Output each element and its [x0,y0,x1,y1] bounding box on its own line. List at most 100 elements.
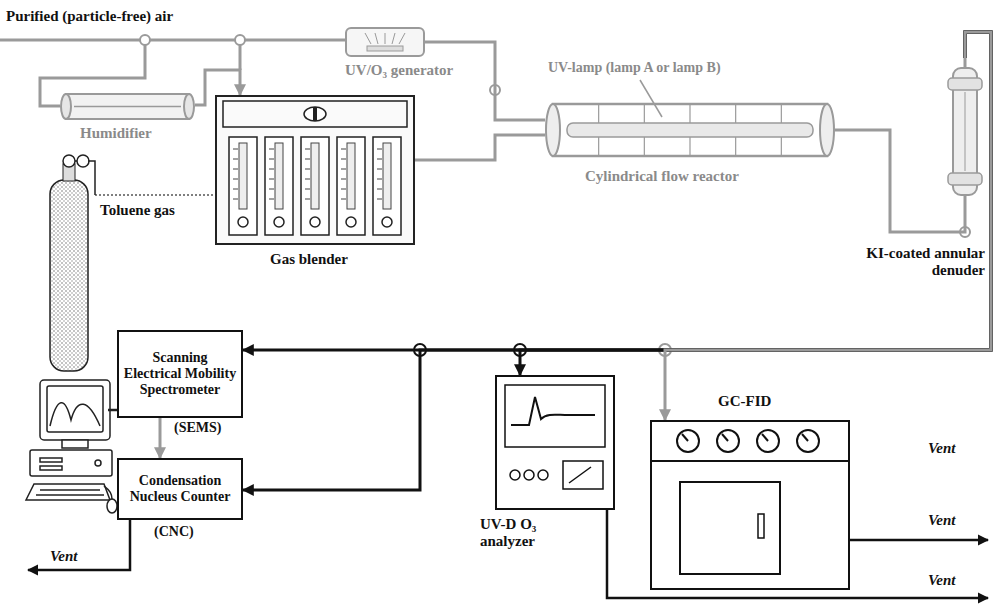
computer [40,458,62,462]
gas-blender-shape [229,137,257,235]
gas-blender-shape [269,199,274,200]
gc-fid-shape [757,430,779,452]
gas-blender-shape [346,217,356,227]
ozone-generator-shape [375,33,378,44]
computer [50,403,100,426]
pipe-connector [95,194,215,196]
ozone-analyzer-shape [524,470,534,480]
ozone-generator-shape [399,33,405,44]
gc-fid: GC-FID [650,420,850,590]
flow-reactor-shape [820,104,834,156]
humidifier-shape [61,94,71,119]
humidifier-shape [74,106,181,108]
denuder-shape [948,173,982,185]
gas-blender-shape [216,96,414,244]
flow-reactor-shape [546,104,560,156]
flow-reactor-shape [545,100,835,160]
gas-blender-shape [377,179,382,180]
ozone-generator-shape [385,33,386,44]
gas-blender-shape [305,169,310,170]
gc-fid-shape [650,420,850,590]
gc-fid-shape [758,514,764,538]
ozone-analyzer: UV-D O₃ analyzer [495,375,615,510]
shape-label: Humidifier [80,125,152,142]
gas-blender-shape [223,101,407,127]
ozone-generator-shape [345,27,425,57]
callout-label: UV-lamp (lamp A or lamp B) [548,60,721,76]
gas-blender-shape [377,169,382,170]
process-box: Condensation Nucleus Counter(CNC) [117,458,243,520]
gas-blender-shape [311,143,319,209]
gas-blender-shape [233,179,238,180]
gas-cylinder-shape [45,150,95,372]
gas-blender-shape [305,189,310,190]
gas-blender-shape [305,199,310,200]
gas-blender-shape [215,95,415,245]
vent-label: Vent [928,512,956,529]
flow-reactor: Cylindrical flow reactor [545,100,835,160]
gas-blender-shape [233,169,238,170]
gc-fid-shape [651,421,849,589]
gas-blender-shape [238,217,248,227]
vent-line [848,539,988,542]
gas-blender-shape [377,149,382,150]
gc-fid-shape [762,434,768,441]
gas-blender-shape [269,149,274,150]
ozone-generator-shape [367,46,403,51]
pipe-connector [520,32,991,375]
computer [95,460,101,466]
ozone-analyzer-shape [538,470,548,480]
humidifier-shape [66,94,189,119]
pipe-connector [415,135,545,160]
gas-blender-shape [341,199,346,200]
gc-fid-shape [797,430,819,452]
computer [104,486,112,499]
shape-label: KI-coated annular denuder [865,245,985,280]
gc-fid-shape [802,434,808,441]
gas-blender-shape [233,189,238,190]
gas-cylinder-shape [75,161,95,195]
gas-blender-shape [274,217,284,227]
box-text: Scanning Electrical Mobility Spectromete… [123,350,237,398]
humidifier-shape [60,93,195,120]
gas-blender-shape [305,179,310,180]
ozone-analyzer-shape [510,470,520,480]
flow-reactor-shape [553,104,827,156]
gas-blender: Gas blender [215,95,415,245]
pipe-connector [243,32,991,350]
shape-label: UV-D O₃ analyzer [480,516,595,551]
inlet-label: Purified (particle-free) air [6,8,173,25]
gas-blender-shape [341,189,346,190]
denuder: KI-coated annular denuder [945,58,985,205]
gas-blender-shape [382,217,392,227]
computer [26,484,110,500]
ozone-analyzer-shape [495,375,615,510]
gas-blender-shape [341,169,346,170]
gas-blender-shape [377,189,382,190]
gas-blender-shape [373,137,401,235]
computer [36,490,104,495]
gc-fid-shape [722,434,728,441]
box-text: Condensation Nucleus Counter [123,473,237,505]
gas-cylinder: Toluene gas [45,150,95,372]
gas-blender-shape [269,179,274,180]
computer [40,380,110,440]
gas-blender-shape [383,143,391,209]
gas-blender-shape [313,107,317,121]
gas-blender-shape [347,143,355,209]
gas-blender-shape [269,169,274,170]
computer [107,499,117,513]
gas-cylinder-shape [50,180,88,371]
pipe-connector [159,418,162,458]
valve [140,35,150,45]
shape-label: Cylindrical flow reactor [585,168,739,185]
vent-label: Vent [928,572,956,589]
valve [235,35,245,45]
pipe-connector [665,32,991,420]
gas-blender-shape [304,107,326,121]
humidifier-shape [184,94,194,119]
data-cable [108,409,117,412]
gas-blender-shape [341,159,346,160]
gas-blender-shape [269,189,274,190]
